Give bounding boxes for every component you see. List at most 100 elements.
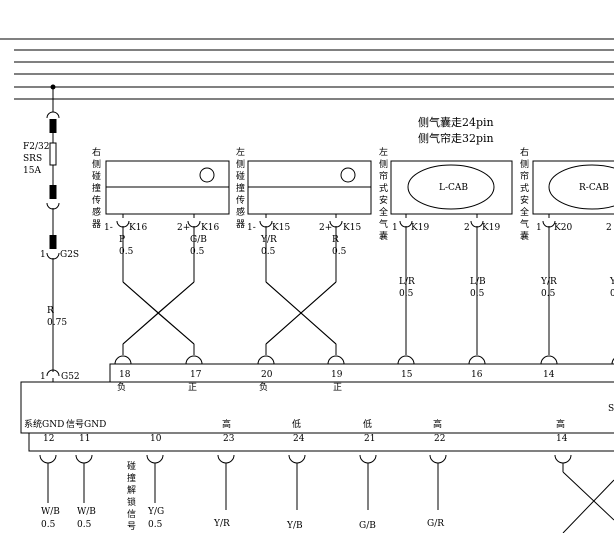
wire-size: 0.5 (77, 520, 92, 530)
note-curtain-airbag: 侧气帘走32pin (418, 131, 494, 145)
wire-color: Y/R (213, 519, 230, 529)
diagram-label: 左 (236, 146, 245, 158)
pin-label: 1- (247, 223, 256, 233)
wire-size: 0.5 (119, 247, 134, 257)
fuse-id: F2/32 (23, 142, 49, 152)
fuse-rating: 15A (23, 166, 41, 176)
diagram-label: 碰 (127, 460, 136, 472)
connector-id: K15 (272, 223, 290, 233)
ecu-bottom-pin-label: 信号GND (66, 418, 106, 430)
connector-id: K15 (343, 223, 361, 233)
wire-color: L/B (470, 277, 486, 287)
airbag-name: R-CAB (579, 183, 609, 193)
diagram-label: 碰 (92, 170, 101, 182)
ecu-top-pin-num: 19 (331, 370, 343, 380)
pin-label: 1 (392, 223, 398, 233)
connector-g2s: G2S (60, 250, 79, 260)
wire-color: G/R (427, 519, 444, 529)
diagram-label: 撞 (127, 472, 136, 484)
ecu-bottom-pin-label: 系统GND (24, 418, 64, 430)
diagram-label: 撞 (236, 182, 245, 194)
diagram-label: 器 (236, 219, 245, 230)
connector-id: K20 (554, 223, 572, 233)
diagram-label: 侧 (92, 158, 101, 170)
ecu-bottom-pin-label: 高 (222, 418, 231, 430)
airbag-name: L-CAB (439, 183, 468, 193)
pin-label: 2 (606, 223, 612, 233)
ecu-bottom-pin-label: 高 (433, 418, 442, 430)
ecu-bottom-pin-label: 低 (292, 418, 301, 430)
diagram-label: 帘 (520, 170, 529, 182)
pin-g52-num: 1 (40, 372, 46, 382)
wire-color: R (332, 235, 339, 245)
diagram-label: 碰 (236, 170, 245, 182)
diagram-label: 气 (520, 218, 529, 230)
diagram-label: 囊 (520, 230, 529, 242)
pin-label: 2+ (319, 223, 332, 233)
ecu-side-label: S (608, 404, 614, 414)
wire-color: Y/R (540, 277, 557, 287)
wire-size: 0.5 (470, 289, 485, 299)
pin-label: 1- (104, 223, 113, 233)
pin-g2s-num: 1 (40, 250, 46, 260)
connector-id: K19 (482, 223, 500, 233)
wire-size: 0.5 (399, 289, 414, 299)
diagram-label: 传 (236, 194, 245, 206)
connector-id: K19 (411, 223, 429, 233)
diagram-label: 解 (127, 484, 136, 496)
diagram-label: 侧 (520, 158, 529, 170)
diagram-label: 感 (92, 206, 101, 218)
power-bus (0, 38, 614, 100)
ecu-bottom-pin-num: 23 (223, 434, 235, 444)
diagram-label: 撞 (92, 182, 101, 194)
diagram-label: 传 (92, 194, 101, 206)
wire-color: Y/B (286, 521, 303, 531)
wire-size: 0.5 (261, 247, 276, 257)
diagram-label: 囊 (379, 230, 388, 242)
ecu-bottom-pin-num: 24 (293, 434, 305, 444)
diagram-label: 器 (92, 219, 101, 230)
wire-size: 0.5 (541, 289, 556, 299)
ecu-top-pin-label: 正 (333, 383, 342, 393)
pin-label: 1 (536, 223, 542, 233)
wire-color: L/R (399, 277, 415, 287)
fuse-symbol (49, 142, 57, 166)
diagram-label: 右 (92, 146, 101, 158)
pin-label: 2+ (177, 223, 190, 233)
diagram-label: 侧 (379, 158, 388, 170)
wire-color: Y (609, 277, 614, 287)
note-side-airbag: 侧气囊走24pin (418, 115, 494, 129)
supply-branch: F2/32 SRS 15A 1 G2S R 0.75 1 G52 (23, 87, 80, 382)
wire-color: W/B (77, 507, 96, 517)
wire-size: 0.5 (41, 520, 56, 530)
ecu-bottom-pin-num: 12 (43, 434, 54, 444)
diagram-label: 式 (379, 182, 388, 194)
ecu-top-pin-num: 14 (543, 370, 555, 380)
ecu-bottom-pin-num: 11 (79, 434, 90, 444)
wire-color: Y/G (147, 507, 164, 517)
wire-size: 0 (610, 289, 614, 299)
wire-color: G/B (359, 521, 376, 531)
ecu-bottom-pin-num: 22 (434, 434, 445, 444)
wire-color: P (119, 235, 125, 245)
ecu-bottom-pin-label: 高 (556, 418, 565, 430)
ecu-bottom-pin-num: 10 (150, 434, 162, 444)
ecu-top-pin-label: 负 (259, 381, 268, 393)
diagram-label: 式 (520, 182, 529, 194)
ecu-top-pin-num: 16 (471, 370, 483, 380)
diagram-label: 号 (127, 521, 136, 532)
diagram-label: 全 (379, 206, 388, 218)
ecu-bottom-wires: W/B 0.5 W/B 0.5 Y/G 0.5 Y/R Y/B G/B G/R … (39, 454, 614, 533)
wire-color: G/B (190, 235, 207, 245)
diagram-label: 全 (520, 206, 529, 218)
ecu-top-pin-label: 正 (188, 383, 197, 393)
ecu-bottom-pin-num: 21 (364, 434, 375, 444)
